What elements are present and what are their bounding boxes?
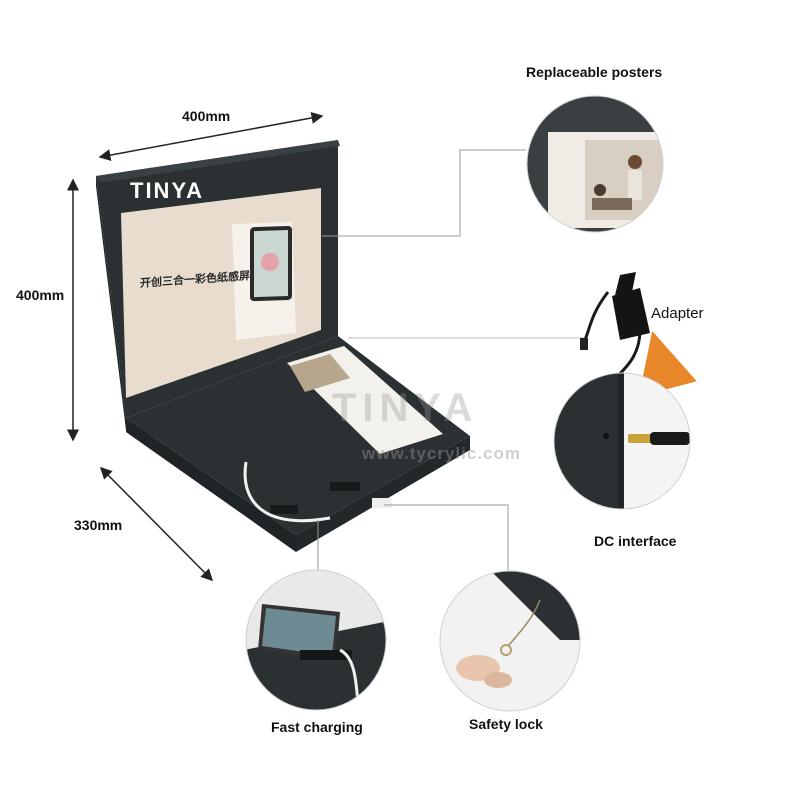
width-dimension-arrow [98, 112, 324, 161]
depth-dimension-arrow [99, 466, 214, 582]
watermark-text: TINYA [332, 386, 479, 430]
brand-logo: TINYA [130, 178, 204, 203]
display-stand [96, 140, 470, 552]
poster-leader [322, 149, 526, 237]
replaceable-posters-detail [527, 96, 663, 232]
adapter-image [580, 272, 650, 383]
fast-charging-detail [246, 570, 386, 710]
fast-charging-label: Fast charging [271, 719, 363, 735]
adapter-label: Adapter [651, 305, 704, 322]
width-label: 400mm [182, 108, 231, 124]
watermark-url: www.tycrylic.com [362, 444, 521, 463]
lock-leader [384, 504, 509, 570]
depth-label: 330mm [74, 517, 123, 533]
safety-lock-label: Safety lock [469, 716, 543, 732]
height-label: 400mm [16, 287, 65, 303]
safety-lock-detail [440, 571, 580, 711]
dc-interface-detail [554, 373, 690, 509]
replaceable-posters-label: Replaceable posters [526, 64, 663, 80]
dc-interface-label: DC interface [594, 533, 677, 549]
